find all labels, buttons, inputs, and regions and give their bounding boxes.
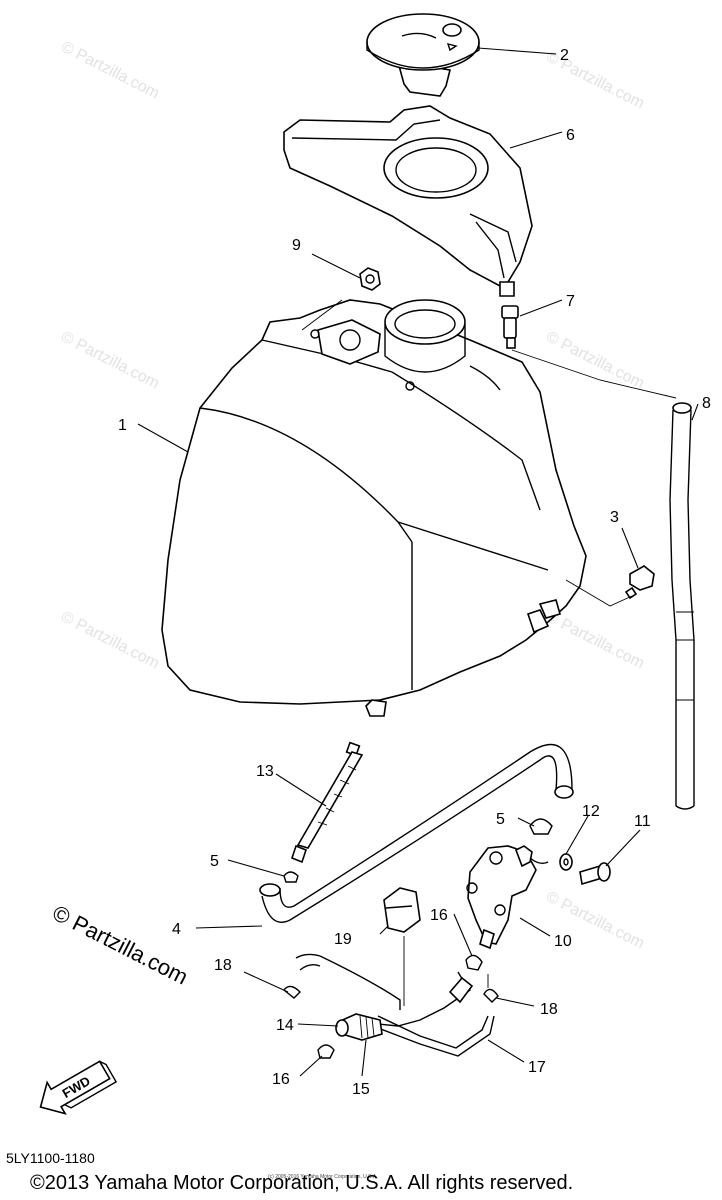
callout-label: 5 bbox=[210, 853, 219, 870]
callout-label: 14 bbox=[276, 1017, 294, 1034]
callout-label: 1 bbox=[118, 417, 127, 434]
watermark: © Partzilla.com bbox=[58, 38, 162, 102]
part-washer bbox=[559, 853, 573, 871]
tiny-copyright-note: (c) 2005-2016 Yamaha Motor Corporation, … bbox=[268, 1174, 378, 1180]
callout-label: 15 bbox=[352, 1081, 370, 1098]
watermark: © Partzilla.com bbox=[58, 608, 162, 672]
callout-label: 12 bbox=[582, 803, 600, 820]
part-clip bbox=[483, 988, 499, 1003]
callout-label: 17 bbox=[528, 1059, 546, 1076]
callout-label: 6 bbox=[566, 127, 575, 144]
callout-label: 9 bbox=[292, 237, 301, 254]
part-clip bbox=[283, 985, 301, 999]
callout-label: 16 bbox=[272, 1071, 290, 1088]
part-strainer bbox=[291, 741, 364, 864]
callout-label: 10 bbox=[554, 933, 572, 950]
part-screw bbox=[579, 862, 611, 886]
callout-label: 18 bbox=[214, 957, 232, 974]
part-hose-assembly bbox=[295, 953, 495, 1057]
part-clip bbox=[317, 1044, 335, 1059]
watermark: © Partzilla.com bbox=[543, 328, 647, 392]
part-fuel-pipe bbox=[259, 743, 574, 923]
part-fuel-cock bbox=[466, 845, 549, 950]
reference-lines bbox=[301, 299, 677, 1006]
callout-label: 4 bbox=[172, 921, 181, 938]
leader-lines bbox=[137, 47, 699, 1077]
watermark: © Partzilla.com bbox=[543, 48, 647, 112]
part-grommet bbox=[359, 267, 381, 291]
copyright-text: ©2013 Yamaha Motor Corporation, U.S.A. A… bbox=[30, 1172, 574, 1194]
part-cover bbox=[383, 887, 421, 933]
part-fuel-hose bbox=[669, 402, 695, 810]
part-fuel-cap bbox=[366, 13, 480, 97]
part-clip bbox=[465, 954, 483, 971]
watermark: © Partzilla.com bbox=[58, 328, 162, 392]
part-fitting bbox=[501, 305, 519, 349]
callout-label: 3 bbox=[610, 509, 619, 526]
callout-label: 16 bbox=[430, 907, 448, 924]
part-clip bbox=[283, 871, 299, 883]
part-clip bbox=[529, 818, 553, 835]
part-tank-cover bbox=[283, 105, 533, 297]
watermark: © Partzilla.com bbox=[543, 608, 647, 672]
callout-label: 18 bbox=[540, 1001, 558, 1018]
callout-label: 11 bbox=[634, 813, 651, 830]
part-code: 5LY1100-1180 bbox=[6, 1150, 95, 1166]
callout-labels: 2 6 9 7 8 1 3 13 5 12 11 5 4 16 10 19 18… bbox=[118, 47, 711, 1098]
callout-label: 19 bbox=[334, 931, 352, 948]
callout-label: 2 bbox=[560, 47, 569, 64]
callout-label: 5 bbox=[496, 811, 505, 828]
callout-label: 7 bbox=[566, 293, 575, 310]
part-fuel-tank bbox=[161, 299, 587, 717]
callout-label: 13 bbox=[256, 763, 274, 780]
fwd-arrow-icon: FWD bbox=[39, 1060, 118, 1115]
callout-label: 8 bbox=[702, 395, 711, 412]
part-bolt bbox=[624, 565, 655, 600]
